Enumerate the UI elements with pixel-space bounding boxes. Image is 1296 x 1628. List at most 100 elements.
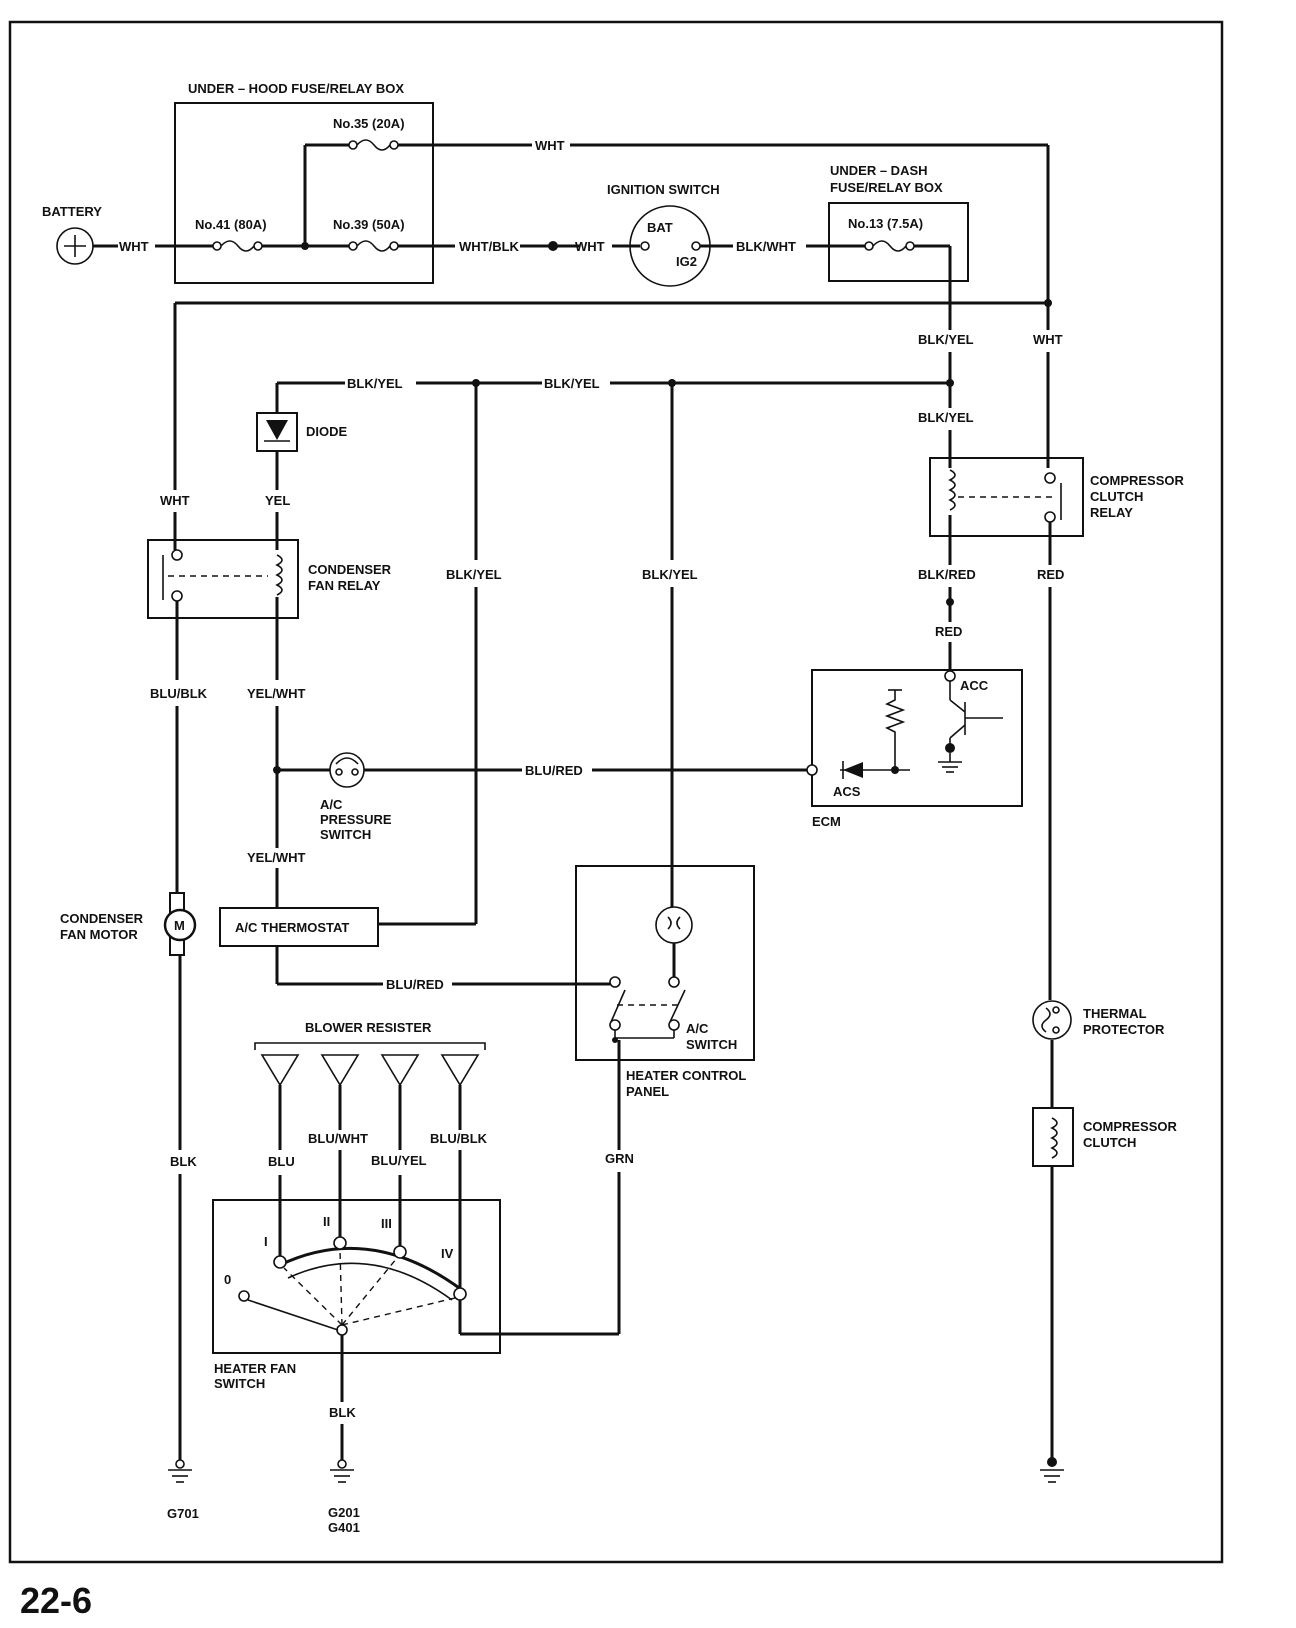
wire-label-wht-ign: WHT (575, 239, 605, 254)
ground-g201-g401 (330, 1459, 354, 1483)
heater-panel-label-1: HEATER CONTROL (626, 1068, 746, 1083)
thermostat-label: A/C THERMOSTAT (235, 920, 349, 935)
wire-label-wht-top: WHT (535, 138, 565, 153)
ignition-switch-label: IGNITION SWITCH (607, 182, 720, 197)
ground-g701 (168, 1459, 192, 1483)
battery-symbol (56, 227, 94, 265)
wire-label-red-relay: RED (1037, 567, 1064, 582)
fuse-41 (212, 240, 263, 252)
page-number: 22-6 (20, 1580, 92, 1621)
fuse-39-label: No.39 (50A) (333, 217, 405, 232)
fuse-39 (348, 240, 399, 252)
acc-label: ACC (960, 678, 989, 693)
thermal-protector (1032, 1000, 1072, 1040)
fan-switch-label-2: SWITCH (214, 1376, 265, 1391)
ecm-box (811, 669, 1023, 807)
wire-label-yel-wht-thermo: YEL/WHT (247, 850, 306, 865)
clutch-label-2: CLUTCH (1083, 1135, 1136, 1150)
wire-label-yel-wht-relay: YEL/WHT (247, 686, 306, 701)
diode-label: DIODE (306, 424, 348, 439)
press-label-1: A/C (320, 797, 343, 812)
wire-label-blk-yel-mid: BLK/YEL (544, 376, 600, 391)
comp-relay-label-1: COMPRESSOR (1090, 473, 1185, 488)
blower-resister-bracket (254, 1042, 486, 1050)
battery-label: BATTERY (42, 204, 102, 219)
underdash-box-label-1: UNDER – DASH (830, 163, 928, 178)
wire-label-grn: GRN (605, 1151, 634, 1166)
wire-label-blk-yel-relay: BLK/YEL (918, 410, 974, 425)
ground-g201-label: G201 (328, 1505, 360, 1520)
ig2-label: IG2 (676, 254, 697, 269)
ground-compressor (1040, 1457, 1064, 1483)
switch-pos-1: I (264, 1234, 268, 1249)
press-label-2: PRESSURE (320, 812, 392, 827)
condenser-relay-label-2: FAN RELAY (308, 578, 381, 593)
ground-g401-label: G401 (328, 1520, 360, 1535)
heater-panel-label-2: PANEL (626, 1084, 669, 1099)
underdash-fuse-box (828, 202, 969, 282)
press-label-3: SWITCH (320, 827, 371, 842)
wire-label-blk-yel-panel: BLK/YEL (642, 567, 698, 582)
heater-control-panel (575, 865, 755, 1061)
comp-relay-label-3: RELAY (1090, 505, 1133, 520)
blower-resister (260, 1054, 480, 1087)
wire-label-blu-blk-switch: BLU/BLK (430, 1131, 488, 1146)
thermal-label-2: PROTECTOR (1083, 1022, 1165, 1037)
wire-label-blu-yel: BLU/YEL (371, 1153, 427, 1168)
switch-pos-0: 0 (224, 1272, 231, 1287)
fan-switch-label-1: HEATER FAN (214, 1361, 296, 1376)
fuse-35 (348, 139, 399, 151)
switch-pos-2: II (323, 1214, 330, 1229)
wire-label-wht-left: WHT (160, 493, 190, 508)
ac-switch-label-1: A/C (686, 1021, 709, 1036)
wire-label-red-ecm: RED (935, 624, 962, 639)
wire-label-blk-wht: BLK/WHT (736, 239, 796, 254)
wire-label-blk-motor: BLK (170, 1154, 197, 1169)
switch-pos-3: III (381, 1216, 392, 1231)
wire-label-wht-right: WHT (1033, 332, 1063, 347)
condenser-fan-relay (147, 539, 299, 619)
compressor-clutch-relay (929, 457, 1084, 537)
wire-label-blk-yel-diode: BLK/YEL (347, 376, 403, 391)
wire-label-blu: BLU (268, 1154, 295, 1169)
condenser-relay-label-1: CONDENSER (308, 562, 392, 577)
blower-resister-label: BLOWER RESISTER (305, 1020, 432, 1035)
fuse-13-label: No.13 (7.5A) (848, 216, 923, 231)
switch-pos-4: IV (441, 1246, 454, 1261)
wire-label-blk-switch: BLK (329, 1405, 356, 1420)
cond-motor-label-2: FAN MOTOR (60, 927, 138, 942)
wire-label-blk-yel-fuse13: BLK/YEL (918, 332, 974, 347)
fuse-13 (864, 240, 915, 252)
condenser-fan-motor (163, 908, 197, 942)
wire-label-wht-battery: WHT (119, 239, 149, 254)
page-frame (8, 20, 1224, 1564)
motor-m-label: M (174, 918, 185, 933)
underhood-box-label: UNDER – HOOD FUSE/RELAY BOX (188, 81, 404, 96)
heater-fan-switch (212, 1199, 501, 1354)
panel-indicator-lamp (655, 906, 693, 944)
thermal-label-1: THERMAL (1083, 1006, 1147, 1021)
fuse-35-label: No.35 (20A) (333, 116, 405, 131)
wire-label-blu-red-ecm: BLU/RED (525, 763, 583, 778)
acs-label: ACS (833, 784, 861, 799)
comp-relay-label-2: CLUTCH (1090, 489, 1143, 504)
clutch-label-1: COMPRESSOR (1083, 1119, 1178, 1134)
wire-label-yel: YEL (265, 493, 290, 508)
wire-label-wht-blk: WHT/BLK (459, 239, 520, 254)
wire-label-blk-red: BLK/RED (918, 567, 976, 582)
wire-label-blu-blk-motor: BLU/BLK (150, 686, 208, 701)
fuse-41-label: No.41 (80A) (195, 217, 267, 232)
cond-motor-label-1: CONDENSER (60, 911, 144, 926)
ac-thermostat (219, 907, 379, 947)
underhood-fuse-box (174, 102, 434, 284)
wire-label-blu-red-panel: BLU/RED (386, 977, 444, 992)
ac-switch-label-2: SWITCH (686, 1037, 737, 1052)
ac-pressure-switch (329, 752, 365, 788)
underdash-box-label-2: FUSE/RELAY BOX (830, 180, 943, 195)
wire-label-blu-wht: BLU/WHT (308, 1131, 368, 1146)
bat-label: BAT (647, 220, 673, 235)
ground-g701-label: G701 (167, 1506, 199, 1521)
wire-label-blk-yel-thermo: BLK/YEL (446, 567, 502, 582)
